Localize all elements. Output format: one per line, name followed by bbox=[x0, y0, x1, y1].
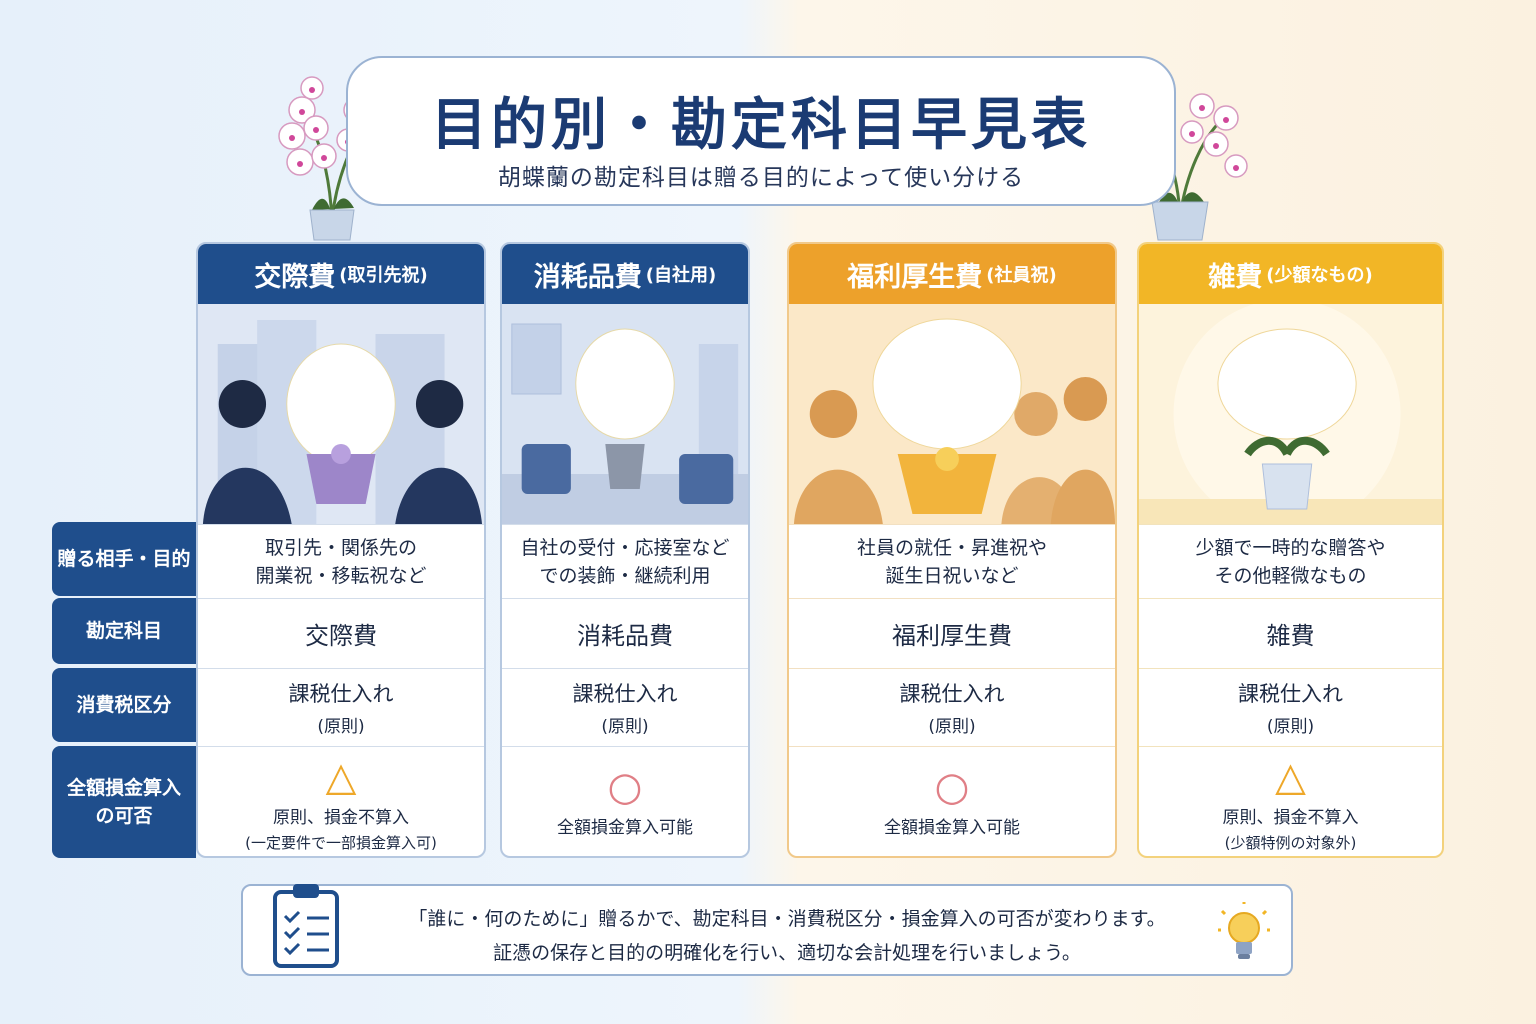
circle-icon: ○ bbox=[607, 764, 643, 810]
column-header: 雑費 (少額なもの) bbox=[1139, 244, 1442, 304]
lightbulb-icon bbox=[1218, 902, 1270, 959]
cell-deduct: △ 原則、損金不算入 (少額特例の対象外) bbox=[1139, 746, 1442, 856]
cell-deduct: △ 原則、損金不算入 (一定要件で一部損金算入可) bbox=[198, 746, 484, 856]
cell-purpose: 少額で一時的な贈答や その他軽微なもの bbox=[1139, 524, 1442, 598]
employee-celebration-illustration bbox=[789, 304, 1115, 524]
cell-tax: 課税仕入れ (原則) bbox=[789, 668, 1115, 746]
cell-account: 消耗品費 bbox=[502, 598, 748, 668]
column-header: 消耗品費 (自社用) bbox=[502, 244, 748, 304]
cell-purpose: 自社の受付・応接室など での装飾・継続利用 bbox=[502, 524, 748, 598]
column-entertainment: 交際費 (取引先祝) 取引先・関係先の 開業祝・移転祝など 交際費 課税仕入れ … bbox=[196, 242, 486, 858]
column-supplies: 消耗品費 (自社用) 自社の受付・応接室など での装飾・継続利用 消耗品費 課税… bbox=[500, 242, 750, 858]
triangle-icon: △ bbox=[1275, 753, 1306, 800]
cell-purpose: 社員の就任・昇進祝や 誕生日祝いなど bbox=[789, 524, 1115, 598]
cell-purpose: 取引先・関係先の 開業祝・移転祝など bbox=[198, 524, 484, 598]
column-header: 交際費 (取引先祝) bbox=[198, 244, 484, 304]
row-label-purpose: 贈る相手・目的 bbox=[52, 522, 196, 596]
cell-tax: 課税仕入れ (原則) bbox=[198, 668, 484, 746]
note-box: 「誰に・何のために」贈るかで、勘定科目・消費税区分・損金算入の可否が変わります。… bbox=[241, 884, 1293, 976]
cell-deduct: ○ 全額損金算入可能 bbox=[789, 746, 1115, 856]
cell-account: 雑費 bbox=[1139, 598, 1442, 668]
page-subtitle: 胡蝶蘭の勘定科目は贈る目的によって使い分ける bbox=[497, 165, 1025, 191]
note-line-2: 証憑の保存と目的の明確化を行い、適切な会計処理を行いましょう。 bbox=[493, 942, 1081, 964]
clipboard-icon bbox=[273, 884, 339, 968]
small-orchid-illustration bbox=[1139, 304, 1442, 524]
business-partners-illustration bbox=[198, 304, 484, 524]
row-label-deduct: 全額損金算入 の可否 bbox=[52, 746, 196, 858]
cell-account: 交際費 bbox=[198, 598, 484, 668]
cell-account: 福利厚生費 bbox=[789, 598, 1115, 668]
column-miscellaneous: 雑費 (少額なもの) 少額で一時的な贈答や その他軽微なもの 雑費 課税仕入れ … bbox=[1137, 242, 1444, 858]
page-title: 目的別・勘定科目早見表 bbox=[431, 93, 1091, 158]
row-label-tax: 消費税区分 bbox=[52, 668, 196, 742]
column-header: 福利厚生費 (社員祝) bbox=[789, 244, 1115, 304]
column-welfare: 福利厚生費 (社員祝) 社員の就任・昇進祝や 誕生日祝いなど 福利厚生費 課税仕… bbox=[787, 242, 1117, 858]
title-panel: 目的別・勘定科目早見表 胡蝶蘭の勘定科目は贈る目的によって使い分ける bbox=[346, 56, 1176, 206]
cell-tax: 課税仕入れ (原則) bbox=[502, 668, 748, 746]
cell-deduct: ○ 全額損金算入可能 bbox=[502, 746, 748, 856]
note-line-1: 「誰に・何のために」贈るかで、勘定科目・消費税区分・損金算入の可否が変わります。 bbox=[408, 908, 1166, 930]
reception-room-illustration bbox=[502, 304, 748, 524]
cell-tax: 課税仕入れ (原則) bbox=[1139, 668, 1442, 746]
row-label-account: 勘定科目 bbox=[52, 598, 196, 664]
circle-icon: ○ bbox=[934, 764, 970, 810]
triangle-icon: △ bbox=[325, 753, 357, 800]
